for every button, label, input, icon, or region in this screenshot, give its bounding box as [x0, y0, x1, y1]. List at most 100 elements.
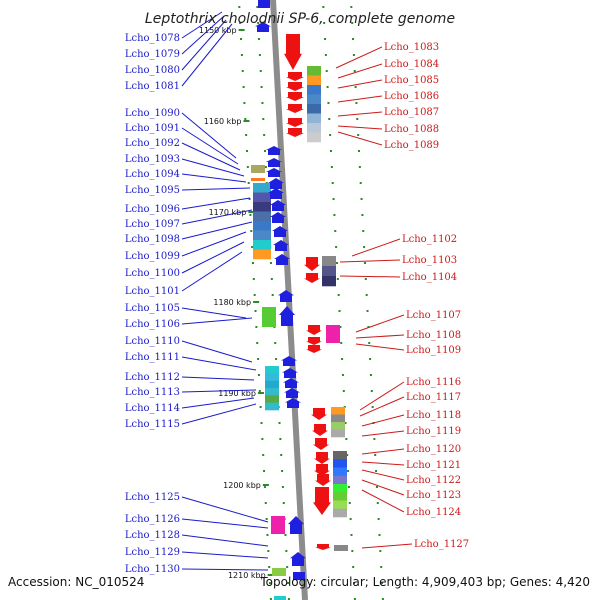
guide-dot — [252, 278, 255, 280]
guide-dot — [348, 502, 351, 504]
reverse-leader-line — [181, 158, 245, 177]
forward-gene-label: Lcho_1116 — [406, 377, 461, 388]
domain-block — [253, 230, 271, 241]
forward-gene-arrow — [314, 452, 330, 464]
forward-leader-line — [339, 275, 401, 278]
forward-gene-arrow — [304, 257, 320, 271]
reverse-leader-line — [181, 317, 253, 325]
reverse-gene-arrow — [270, 212, 286, 223]
forward-gene-arrow — [286, 92, 304, 101]
reverse-gene-arrow — [270, 200, 286, 211]
guide-dot — [352, 38, 355, 40]
reverse-leader-line — [181, 307, 247, 319]
guide-dot — [281, 486, 284, 488]
domain-block — [272, 568, 286, 576]
domain-block — [333, 484, 347, 493]
guide-dot — [336, 278, 339, 280]
guide-dot — [371, 406, 374, 408]
guide-dot — [255, 326, 258, 328]
guide-dot — [257, 358, 260, 360]
guide-dot — [248, 198, 251, 200]
reverse-leader-line — [181, 551, 269, 559]
guide-dot — [286, 566, 289, 568]
domain-block — [331, 422, 345, 430]
domain-block — [307, 66, 321, 76]
forward-gene-label: Lcho_1087 — [384, 107, 439, 118]
guide-dot — [278, 422, 281, 424]
guide-dot — [332, 198, 335, 200]
forward-gene-label: Lcho_1121 — [406, 460, 461, 471]
forward-gene-arrow — [286, 72, 304, 81]
guide-dot — [338, 310, 341, 312]
forward-gene-arrow — [284, 34, 302, 70]
guide-dot — [337, 294, 340, 296]
domain-block — [253, 192, 271, 203]
reverse-gene-arrow — [258, 0, 270, 8]
guide-dot — [263, 134, 266, 136]
forward-leader-line — [361, 461, 405, 466]
domain-block — [265, 373, 279, 381]
domain-block — [331, 414, 345, 423]
forward-gene-arrow — [286, 118, 304, 127]
gene-feature-layer — [251, 0, 348, 600]
guide-dot — [365, 294, 368, 296]
guide-dot — [368, 342, 371, 344]
guide-dot — [381, 598, 384, 600]
guide-dot — [378, 534, 381, 536]
forward-leader-line — [359, 396, 405, 417]
forward-leader-line — [337, 63, 383, 79]
guide-dot — [341, 358, 344, 360]
reverse-gene-label: Lcho_1114 — [125, 403, 180, 414]
reverse-gene-label: Lcho_1126 — [125, 514, 180, 525]
domain-block — [253, 221, 271, 231]
guide-dot — [370, 390, 373, 392]
reverse-gene-arrow — [255, 22, 271, 32]
reverse-gene-label: Lcho_1091 — [125, 123, 180, 134]
guide-dot — [269, 262, 272, 264]
guide-dot — [250, 230, 253, 232]
guide-dot — [279, 438, 282, 440]
forward-gene-label: Lcho_1119 — [406, 426, 461, 437]
reverse-gene-arrow — [278, 290, 294, 302]
domain-block — [333, 500, 347, 510]
forward-gene-label: Lcho_1086 — [384, 91, 439, 102]
domain-block — [253, 211, 271, 222]
forward-gene-arrow — [286, 82, 304, 91]
domain-block — [265, 402, 279, 411]
domain-block — [334, 545, 348, 551]
domain-block — [326, 325, 340, 343]
reverse-gene-arrow — [283, 378, 299, 388]
reverse-leader-line — [181, 568, 269, 571]
guide-dot — [349, 518, 352, 520]
forward-leader-line — [351, 238, 401, 257]
guide-dot — [347, 486, 350, 488]
forward-leader-line — [355, 314, 405, 333]
guide-dot — [245, 134, 248, 136]
reverse-gene-arrow — [282, 368, 298, 378]
reverse-leader-line — [181, 534, 269, 547]
kbp-tick-mark — [253, 301, 260, 303]
guide-dot — [259, 406, 262, 408]
reverse-leader-line — [181, 340, 253, 363]
guide-dot — [324, 38, 327, 40]
guide-dot — [330, 166, 333, 168]
kbp-tick-label: 1170 kbp — [209, 208, 247, 217]
forward-gene-label: Lcho_1117 — [406, 392, 461, 403]
domain-block — [271, 516, 285, 534]
reverse-gene-label: Lcho_1080 — [125, 65, 180, 76]
guide-dot — [262, 118, 265, 120]
forward-leader-line — [359, 381, 405, 411]
guide-dot — [358, 150, 360, 152]
forward-leader-line — [361, 414, 405, 427]
reverse-leader-line — [181, 15, 225, 55]
forward-gene-label: Lcho_1088 — [384, 124, 439, 135]
reverse-leader-line — [181, 197, 251, 210]
guide-dot — [347, 470, 350, 472]
forward-gene-arrow — [313, 487, 331, 515]
reverse-gene-arrow — [279, 306, 295, 326]
reverse-leader-line — [181, 142, 241, 171]
guide-dot — [269, 598, 272, 600]
guide-dot — [375, 470, 378, 472]
guide-dot — [375, 486, 378, 488]
guide-dot — [247, 182, 250, 184]
